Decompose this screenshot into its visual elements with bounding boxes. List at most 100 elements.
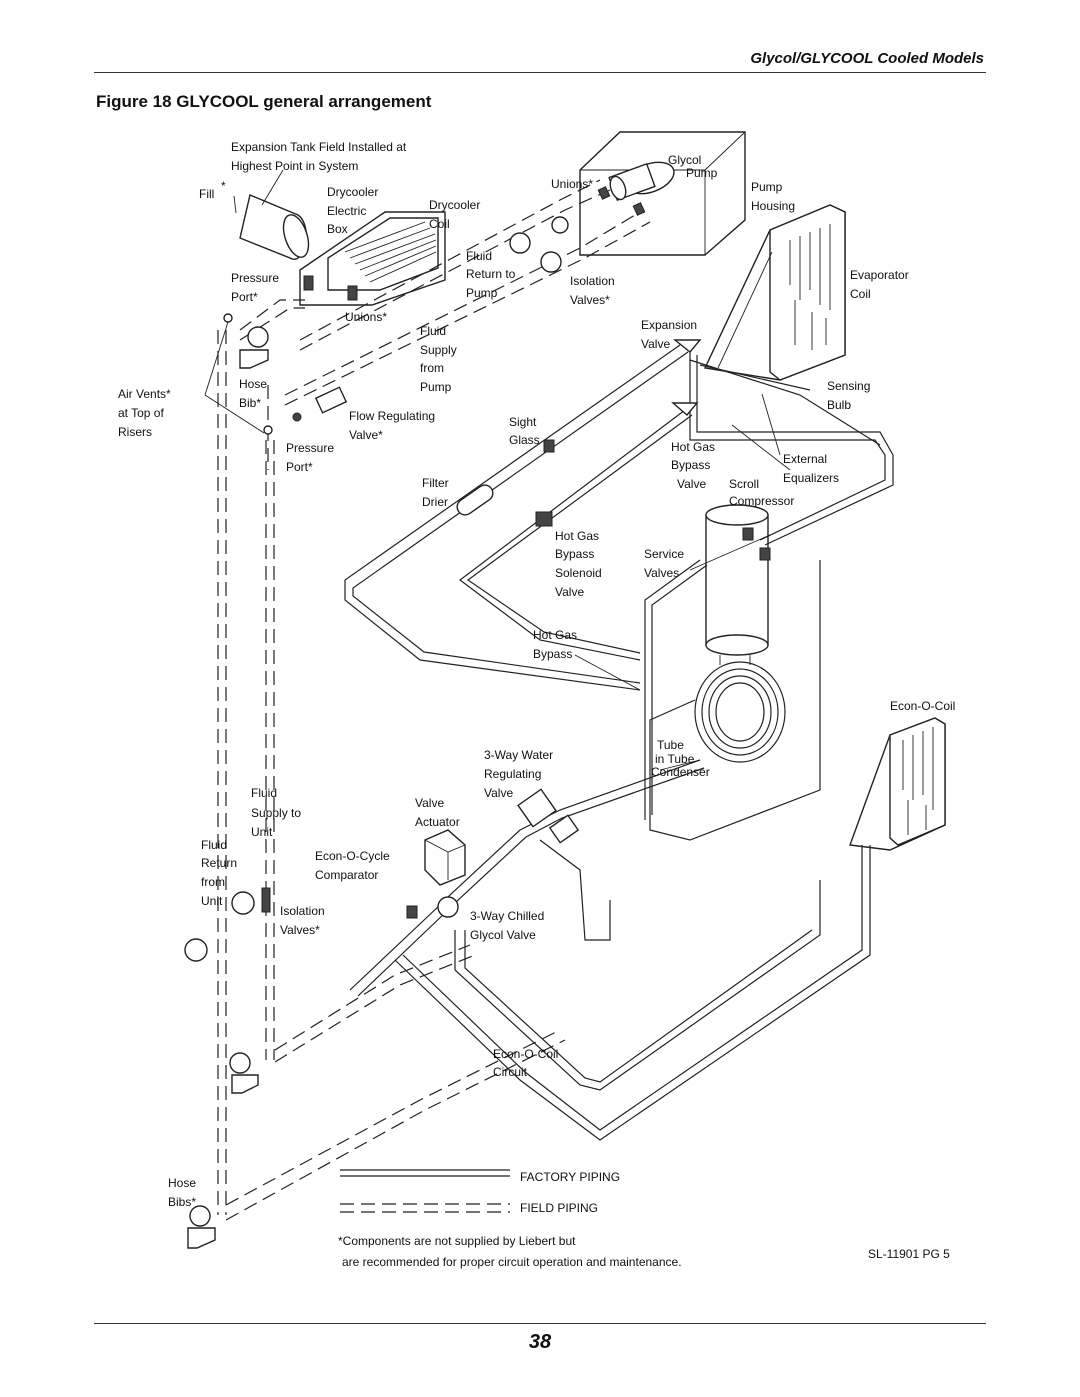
label-three-way-water-3: Valve: [484, 786, 513, 800]
label-evaporator-2: Coil: [850, 287, 871, 301]
label-drycooler-box-3: Box: [327, 222, 348, 236]
label-hot-gas-solenoid-1: Hot Gas: [555, 529, 599, 543]
legend-factory-label: FACTORY PIPING: [520, 1170, 620, 1184]
label-fluid-return-unit-4: Unit: [201, 894, 223, 908]
note-line-1: *Components are not supplied by Liebert …: [338, 1234, 576, 1248]
econ-o-coil: [849, 717, 946, 851]
label-tube-condenser-2: in Tube: [655, 752, 695, 766]
label-isolation-bottom-1: Isolation: [280, 904, 325, 918]
pressure-port-top-icon: [303, 275, 358, 301]
label-sensing-bulb-1: Sensing: [827, 379, 870, 393]
label-unions-mid: Unions*: [345, 310, 387, 324]
isolation-valves-top-icon: [509, 216, 569, 273]
footer-divider: [94, 1323, 986, 1324]
scroll-compressor: [705, 504, 769, 665]
label-tube-condenser-3: Condenser: [651, 765, 710, 779]
label-fill: Fill: [199, 187, 214, 201]
hot-gas-bypass-valve-icon: [671, 402, 699, 416]
label-fluid-supply-unit-3: Unit: [251, 825, 273, 839]
label-expansion-valve-2: Valve: [641, 337, 670, 351]
label-tube-condenser-1: Tube: [657, 738, 684, 752]
diagram-labels: Expansion Tank Field Installed at Highes…: [118, 140, 955, 1209]
label-pressure-port-top-2: Port*: [231, 290, 258, 304]
header-title: Glycol/GLYCOOL Cooled Models: [750, 50, 984, 67]
label-pressure-port-top-1: Pressure: [231, 271, 279, 285]
label-valve-actuator-1: Valve: [415, 796, 444, 810]
label-hot-gas-bypass-1: Hot Gas: [533, 628, 577, 642]
legend-field-label: FIELD PIPING: [520, 1201, 598, 1215]
label-pump-housing-1: Pump: [751, 180, 783, 194]
label-isolation-top-2: Valves*: [570, 293, 610, 307]
label-hot-gas-bypass-2: Bypass: [533, 647, 572, 661]
label-external-equalizers-2: Equalizers: [783, 471, 839, 485]
label-hose-bib-1: Hose: [239, 377, 267, 391]
leader-lines: [233, 169, 791, 771]
hot-gas-solenoid-icon: [535, 511, 553, 527]
label-fluid-return-3: Pump: [466, 286, 498, 300]
label-expansion-tank-2: Highest Point in System: [231, 159, 358, 173]
label-scroll-compressor-1: Scroll: [729, 477, 759, 491]
label-pressure-port-mid-1: Pressure: [286, 441, 334, 455]
label-pump-housing-2: Housing: [751, 199, 795, 213]
air-vent-icon: [204, 313, 273, 435]
label-fluid-supply-2: Supply: [420, 343, 457, 357]
label-fluid-supply-3: from: [420, 361, 444, 375]
legend-field-swatch: [340, 1203, 510, 1213]
unions-top-icon: [597, 186, 646, 216]
label-hot-gas-solenoid-2: Bypass: [555, 547, 594, 561]
label-hose-bibs-1: Hose: [168, 1176, 196, 1190]
label-glycol-pump-1: Glycol: [668, 153, 701, 167]
label-hot-gas-solenoid-4: Valve: [555, 585, 584, 599]
label-three-way-water-2: Regulating: [484, 767, 541, 781]
label-unions-top: Unions*: [551, 177, 593, 191]
label-hose-bib-2: Bib*: [239, 396, 261, 410]
label-hot-gas-bypass-valve-2: Bypass: [671, 458, 710, 472]
label-fluid-return-2: Return to: [466, 267, 516, 281]
label-isolation-top-1: Isolation: [570, 274, 615, 288]
header-divider: [94, 72, 986, 73]
note-line-2: are recommended for proper circuit opera…: [342, 1255, 682, 1269]
label-scroll-compressor-2: Compressor: [729, 494, 794, 508]
filter-drier-icon: [456, 484, 494, 516]
label-econ-o-coil-circuit-2: Circuit: [493, 1065, 528, 1079]
label-fill-star: *: [221, 179, 226, 193]
three-way-chilled-glycol-valve-icon: [406, 896, 459, 919]
flow-regulating-valve-icon: [292, 386, 348, 422]
label-pressure-port-mid-2: Port*: [286, 460, 313, 474]
label-valve-actuator-2: Actuator: [415, 815, 460, 829]
label-fluid-supply-unit-2: Supply to: [251, 806, 301, 820]
label-econ-o-coil-circuit-1: Econ-O-Coil: [493, 1047, 558, 1061]
label-fluid-supply-1: Fluid: [420, 324, 446, 338]
hose-bibs-bottom-icon: [187, 1205, 216, 1249]
label-filter-drier-1: Filter: [422, 476, 449, 490]
expansion-tank: [239, 194, 310, 260]
label-external-equalizers-1: External: [783, 452, 827, 466]
legend-factory-swatch: [340, 1169, 510, 1177]
label-econ-o-cycle-1: Econ-O-Cycle: [315, 849, 390, 863]
hose-bib-mid-icon: [229, 1052, 259, 1094]
label-glycol-pump-2: Pump: [686, 166, 718, 180]
expansion-valve-icon: [673, 339, 702, 353]
label-hose-bibs-2: Bibs*: [168, 1195, 196, 1209]
label-fluid-supply-4: Pump: [420, 380, 452, 394]
label-hot-gas-bypass-valve-1: Hot Gas: [671, 440, 715, 454]
glycol-pump: [608, 161, 675, 202]
label-service-valves-2: Valves: [644, 566, 679, 580]
label-isolation-bottom-2: Valves*: [280, 923, 320, 937]
label-econ-o-cycle-2: Comparator: [315, 868, 378, 882]
pump-housing: [579, 131, 746, 256]
label-sight-glass-1: Sight: [509, 415, 537, 429]
label-fluid-return-1: Fluid: [466, 249, 492, 263]
label-three-way-chilled-1: 3-Way Chilled: [470, 909, 544, 923]
hose-bib-top-icon: [239, 326, 269, 369]
sight-glass-icon: [543, 439, 555, 453]
label-drycooler-coil-2: Coil: [429, 217, 450, 231]
label-service-valves-1: Service: [644, 547, 684, 561]
label-air-vents-1: Air Vents*: [118, 387, 171, 401]
label-flow-regulating-2: Valve*: [349, 428, 383, 442]
label-flow-regulating-1: Flow Regulating: [349, 409, 435, 423]
glycol-factory-piping: [349, 759, 871, 1141]
drawing-number: SL-11901 PG 5: [868, 1247, 950, 1261]
label-hot-gas-solenoid-3: Solenoid: [555, 566, 602, 580]
